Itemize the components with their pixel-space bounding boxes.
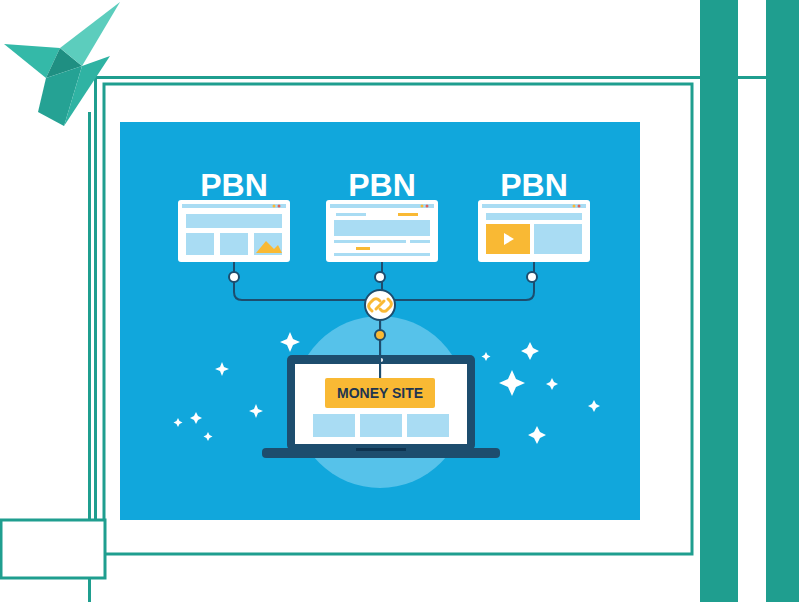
pbn-site: PBN	[326, 170, 438, 262]
browser-window	[326, 200, 438, 262]
window-content	[478, 200, 590, 262]
window-content	[326, 200, 438, 262]
site-heading: PBN	[178, 170, 290, 200]
browser-window	[478, 200, 590, 262]
link-connector	[380, 262, 534, 378]
pbn-site: PBN	[478, 170, 590, 262]
browser-window	[178, 200, 290, 262]
money-site-box: MONEY SITE	[325, 378, 435, 408]
site-heading: PBN	[326, 170, 438, 200]
pbn-site: PBN	[178, 170, 290, 262]
link-connector	[234, 262, 380, 378]
site-heading: PBN	[478, 170, 590, 200]
window-content	[178, 200, 290, 262]
site-label: MONEY SITE	[337, 385, 423, 401]
